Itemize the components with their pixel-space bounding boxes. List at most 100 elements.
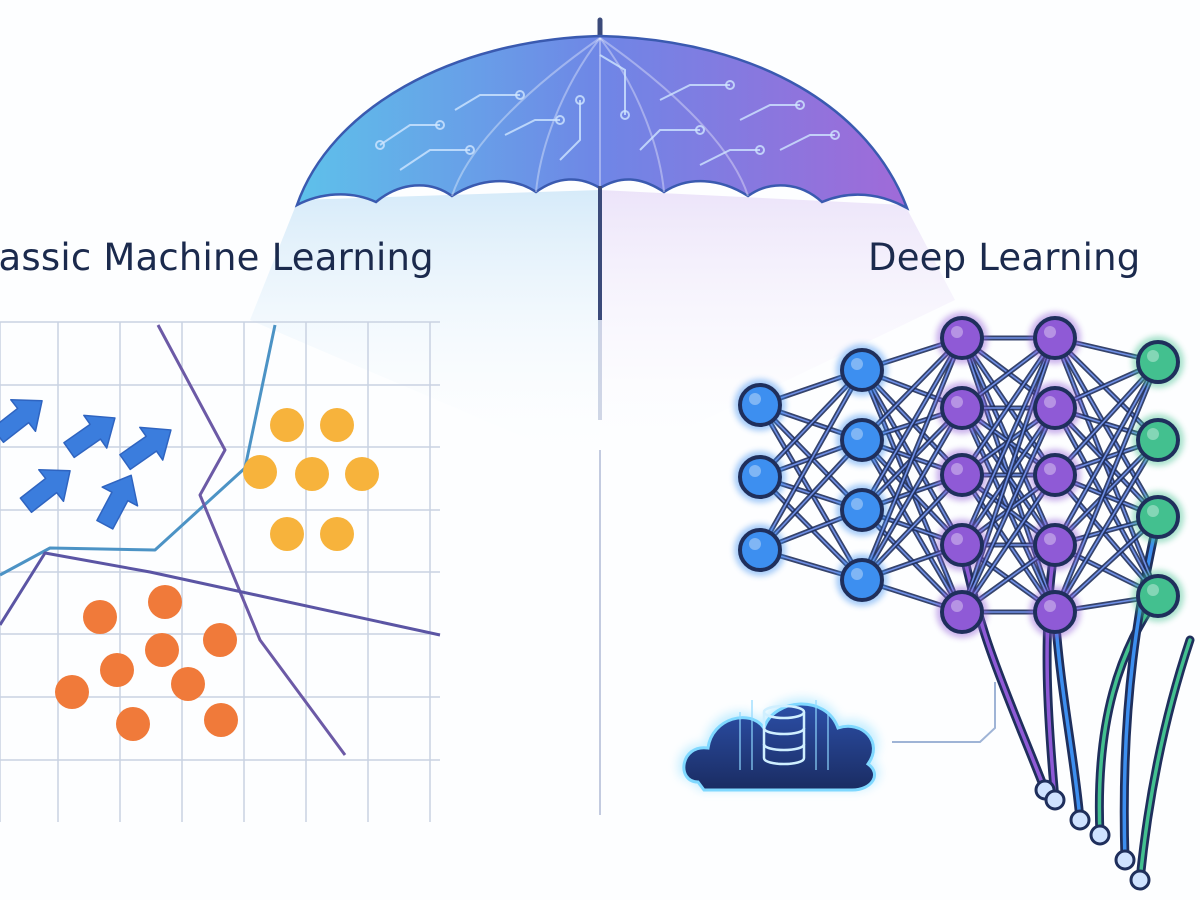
network-edge-highlight	[1054, 361, 1159, 546]
root-terminal	[1114, 849, 1136, 871]
network-node	[1033, 523, 1077, 567]
node-highlight	[1044, 600, 1056, 612]
network-node	[1033, 590, 1077, 634]
umbrella-ribs	[451, 37, 749, 197]
network-edge-highlight	[961, 337, 1056, 476]
root-branch-highlight	[1053, 610, 1082, 822]
light-cone	[250, 190, 600, 470]
cloud-connector	[892, 682, 996, 743]
light-cone-right	[600, 190, 955, 470]
network-node	[840, 418, 884, 462]
circuit-node	[695, 125, 705, 135]
circuit-node	[555, 115, 565, 125]
node-highlight	[749, 465, 761, 477]
network-node	[940, 523, 984, 567]
yellow-dot	[345, 457, 379, 491]
node-highlight	[1147, 505, 1159, 517]
network-node	[1033, 316, 1077, 360]
circuit-node	[795, 100, 805, 110]
circuit-trace	[659, 84, 730, 101]
yellow-dot	[243, 455, 277, 489]
network-node	[1136, 340, 1180, 384]
circuit-trace	[454, 94, 520, 111]
node-highlight	[851, 568, 863, 580]
network-edge-highlight	[1054, 407, 1159, 597]
umbrella-icon	[294, 17, 910, 420]
network-roots	[957, 512, 1195, 891]
network-node	[940, 453, 984, 497]
node-highlight	[1044, 326, 1056, 338]
network-edge-highlight	[961, 474, 1056, 613]
network-node	[940, 316, 984, 360]
orange-dot	[100, 653, 134, 687]
network-node	[738, 455, 782, 499]
network-node	[840, 558, 884, 602]
yellow-dot	[270, 517, 304, 551]
classic-ml-heading: Classic Machine Learning	[0, 236, 434, 279]
root-terminal	[1069, 809, 1091, 831]
neural-network-icon	[734, 312, 1184, 638]
yellow-dot	[270, 408, 304, 442]
circuit-node	[515, 90, 525, 100]
network-edge-highlight	[759, 369, 863, 551]
network-node	[940, 590, 984, 634]
node-highlight	[951, 326, 963, 338]
orange-dot-cluster	[55, 585, 238, 741]
circuit-node	[725, 80, 735, 90]
cloud-database-icon	[678, 682, 996, 792]
circuit-trace	[399, 149, 470, 171]
circuit-node	[620, 110, 630, 120]
circuit-node	[435, 120, 445, 130]
orange-dot	[145, 633, 179, 667]
network-edge-highlight	[861, 337, 963, 511]
node-highlight	[749, 393, 761, 405]
circuit-trace	[779, 134, 835, 151]
circuit-trace	[379, 124, 440, 146]
decision-boundaries	[0, 324, 441, 756]
node-highlight	[951, 600, 963, 612]
root-terminal	[1044, 789, 1066, 811]
root-branch-highlight	[960, 543, 1047, 792]
boundary-purple-lower	[0, 551, 441, 637]
deep-learning-panel	[678, 312, 1195, 891]
network-node	[840, 488, 884, 532]
boundary-blue	[0, 324, 277, 577]
root-branch-highlight	[1122, 515, 1160, 862]
root-branch	[1135, 635, 1195, 885]
node-highlight	[749, 538, 761, 550]
circuit-trace	[739, 104, 800, 121]
network-edge-highlight	[1054, 337, 1159, 597]
circuit-trace	[699, 149, 760, 166]
circuit-node	[830, 130, 840, 140]
orange-dot	[203, 623, 237, 657]
network-node	[738, 528, 782, 572]
network-node	[1136, 418, 1180, 462]
node-highlight	[1147, 428, 1159, 440]
network-edge-highlight	[861, 337, 963, 581]
grid	[0, 321, 440, 822]
network-edge-highlight	[1054, 337, 1159, 518]
circuit-trace	[639, 129, 700, 151]
orange-dot	[204, 703, 238, 737]
node-highlight	[951, 463, 963, 475]
orange-dot	[148, 585, 182, 619]
network-edge-highlight	[961, 337, 1056, 613]
boundary-purple	[156, 324, 347, 756]
yellow-dot-cluster	[243, 408, 379, 551]
orange-dot	[83, 600, 117, 634]
orange-dot	[55, 675, 89, 709]
node-highlight	[951, 533, 963, 545]
network-edge-highlight	[961, 407, 1056, 613]
circuit-node	[465, 145, 475, 155]
network-node	[738, 383, 782, 427]
database-icon	[762, 704, 806, 766]
network-node	[840, 348, 884, 392]
deep-learning-heading: Deep Learning	[868, 236, 1141, 279]
network-edge-highlight	[861, 407, 963, 581]
network-node	[940, 386, 984, 430]
network-edge-highlight	[1054, 439, 1159, 613]
circuit-node	[755, 145, 765, 155]
root-branch-highlight	[1138, 638, 1192, 882]
arrow-icon	[96, 474, 139, 530]
